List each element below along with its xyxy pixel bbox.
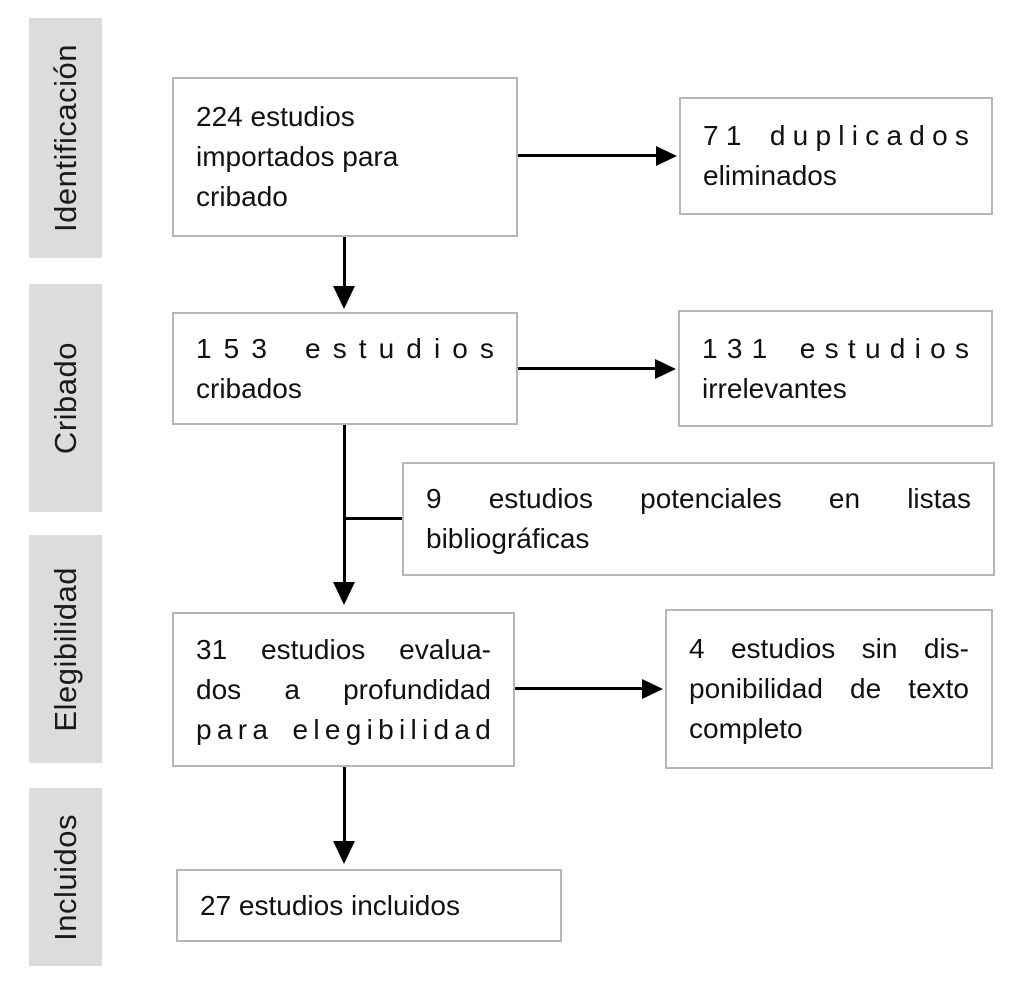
connector-screened-to-assessed-line: [343, 425, 346, 583]
stage-band-screening: Cribado: [29, 284, 102, 512]
box-no-fulltext: 4 estudios sin dis- ponibilidad de texto…: [665, 609, 993, 769]
arrow-imported-to-screened-line: [343, 237, 346, 287]
box-text-line: cribados: [196, 372, 302, 404]
stage-band-eligibility: Elegibilidad: [29, 535, 102, 763]
stage-label-identification: Identificación: [47, 44, 83, 232]
box-potential-studies: 9 estudios potenciales en listas bibliog…: [402, 462, 995, 576]
box-text-line: eliminados: [703, 160, 837, 191]
box-text-line: ponibilidad de texto: [689, 673, 969, 704]
stage-band-included: Incluidos: [29, 788, 102, 966]
branch-to-potential-line: [345, 517, 402, 520]
stage-label-eligibility: Elegibilidad: [47, 566, 83, 732]
stage-band-identification: Identificación: [29, 18, 102, 258]
box-text-line: dos a profundidad: [196, 673, 491, 705]
box-text-line: 224 estudios: [196, 101, 355, 132]
arrow-assessed-to-included-line: [343, 767, 346, 842]
stage-label-included: Incluidos: [47, 813, 83, 941]
box-text-line: 27 estudios incluidos: [200, 889, 460, 921]
box-text-line: 4 estudios sin dis-: [689, 633, 969, 664]
box-text-line: cribado: [196, 181, 288, 212]
arrowhead-right-icon: [642, 679, 663, 699]
arrowhead-down-icon: [333, 841, 355, 864]
arrowhead-right-icon: [656, 146, 677, 166]
stage-label-screening: Cribado: [47, 341, 83, 455]
arrowhead-down-icon: [333, 582, 355, 605]
arrow-assessed-to-nofulltext-line: [515, 687, 642, 690]
arrow-screened-to-irrelevant-line: [518, 367, 655, 370]
arrowhead-down-icon: [333, 286, 355, 309]
box-text-line: completo: [689, 713, 803, 744]
arrow-imported-to-duplicates-line: [518, 154, 656, 157]
box-text-line: bibliográficas: [426, 523, 590, 554]
box-included-studies: 27 estudios incluidos: [176, 869, 562, 942]
box-text-line: 9 estudios potenciales en listas: [426, 483, 971, 514]
box-text-line: importados para: [196, 141, 399, 172]
box-text-line: irrelevantes: [702, 372, 847, 404]
arrowhead-right-icon: [655, 359, 676, 379]
box-imported-studies: 224 estudios importados para cribado: [172, 77, 518, 237]
box-text-line: 31 estudios evalua-: [196, 633, 491, 665]
